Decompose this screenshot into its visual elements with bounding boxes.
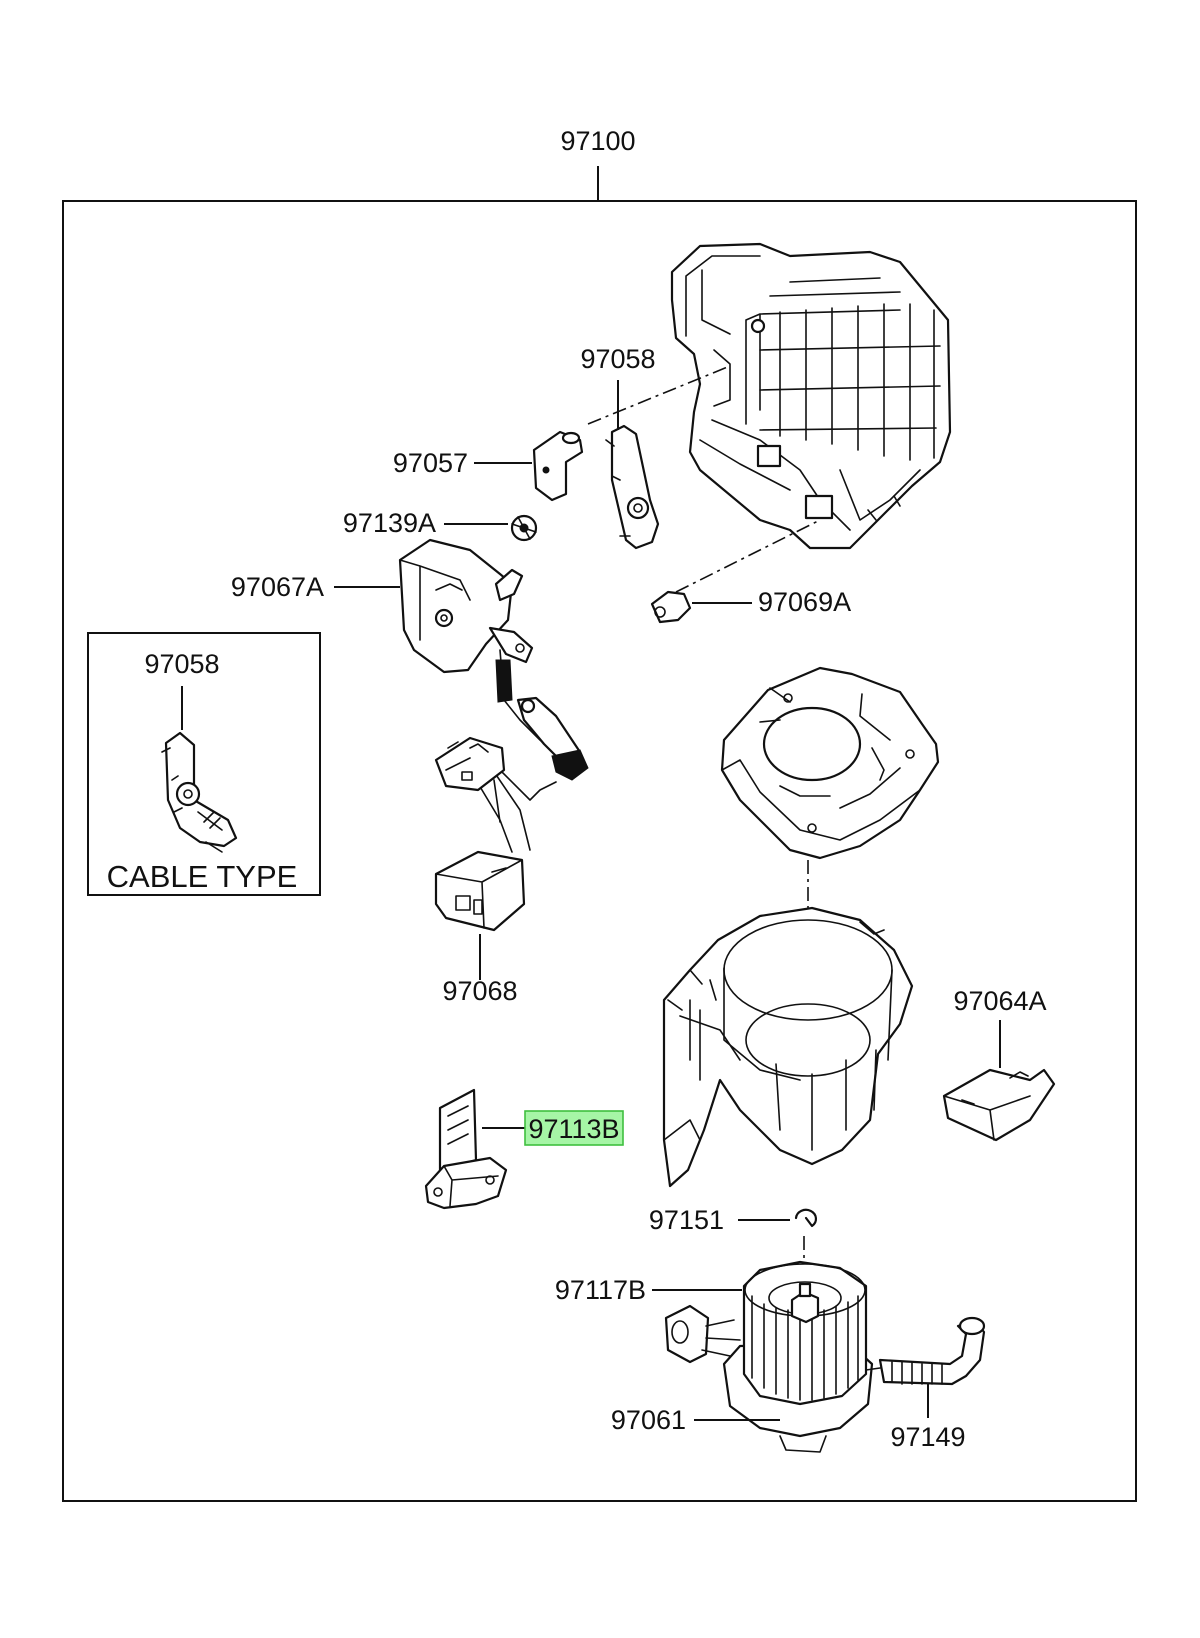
part-97069A-drawing xyxy=(650,590,692,624)
label-97064A[interactable]: 97064A xyxy=(953,986,1046,1016)
cable-type-caption: CABLE TYPE xyxy=(107,859,298,894)
part-97057-drawing xyxy=(532,430,584,502)
label-97067A[interactable]: 97067A xyxy=(231,572,324,602)
highlight-box-97113B xyxy=(524,1110,624,1146)
inset-part-number-label[interactable]: 97058 xyxy=(144,649,219,679)
cable-type-inset: 97058 CABLE TYPE xyxy=(87,632,321,896)
part-97064A-drawing xyxy=(942,1068,1056,1142)
label-97151[interactable]: 97151 xyxy=(649,1205,724,1235)
label-97057[interactable]: 97057 xyxy=(393,448,468,478)
label-97061[interactable]: 97061 xyxy=(611,1405,686,1435)
part-97067A-drawing xyxy=(398,538,534,674)
label-97068[interactable]: 97068 xyxy=(442,976,517,1006)
blower-motor-fan-drawing xyxy=(664,1260,986,1453)
label-97069A[interactable]: 97069A xyxy=(758,587,851,617)
blower-lower-case-drawing xyxy=(662,906,914,1188)
part-97113B-drawing xyxy=(424,1088,508,1210)
assembly-frame: 97100 xyxy=(62,126,1137,1502)
intake-housing-drawing xyxy=(670,242,952,550)
label-97139A[interactable]: 97139A xyxy=(343,508,436,538)
blower-upper-case-drawing xyxy=(720,666,940,860)
part-97068-drawing xyxy=(434,649,589,932)
label-97149[interactable]: 97149 xyxy=(890,1422,965,1452)
label-97117B[interactable]: 97117B xyxy=(555,1275,646,1305)
label-97058[interactable]: 97058 xyxy=(580,344,655,374)
label-97113B[interactable]: 97113B xyxy=(528,1114,619,1144)
cable-type-lever-drawing xyxy=(161,731,238,853)
part-97139A-drawing xyxy=(510,514,538,542)
part-97058-drawing xyxy=(605,424,660,550)
assembly-number-label[interactable]: 97100 xyxy=(560,126,635,156)
part-97151-drawing xyxy=(794,1208,818,1228)
